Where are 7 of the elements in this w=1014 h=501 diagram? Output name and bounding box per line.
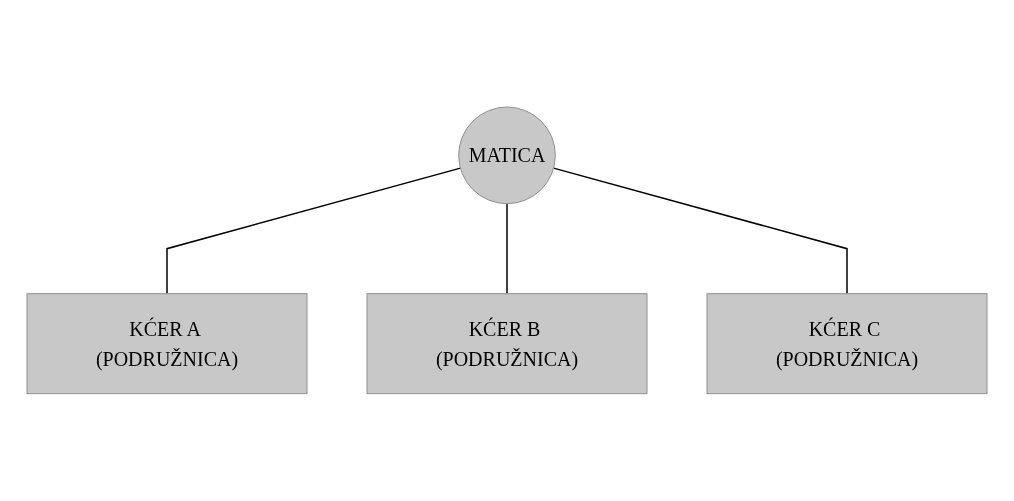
node-circle: MATICA [458, 106, 556, 205]
connector [506, 203, 508, 295]
node-box: KĆER A (PODRUŽNICA) [26, 293, 308, 395]
node-box: KĆER C (PODRUŽNICA) [706, 293, 988, 395]
node-box: KĆER B (PODRUŽNICA) [366, 293, 648, 395]
connector [166, 167, 462, 295]
connector [552, 167, 848, 295]
